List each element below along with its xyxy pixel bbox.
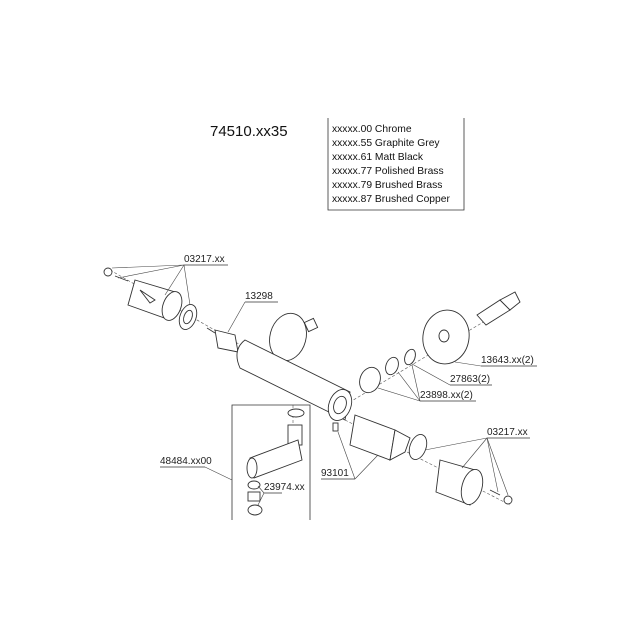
part-label: 03217.xx <box>184 254 225 265</box>
left-cartridge <box>206 327 239 353</box>
model-number: 74510.xx35 <box>210 123 288 140</box>
part-label: 48484.xx00 <box>160 456 212 467</box>
part-label: 13643.xx(2) <box>481 355 534 366</box>
finish-item: xxxxx.79 Brushed Brass <box>332 180 442 191</box>
spout-inset <box>231 404 311 520</box>
part-label: 93101 <box>321 468 349 479</box>
finish-legend: xxxxx.00 Chrome xxxxx.55 Graphite Grey x… <box>327 118 465 211</box>
finish-item: xxxxx.87 Brushed Copper <box>332 194 450 205</box>
finish-item: xxxxx.55 Graphite Grey <box>332 138 440 149</box>
finish-item: xxxxx.77 Polished Brass <box>332 166 444 177</box>
part-label: 13298 <box>245 291 273 302</box>
part-label: 23898.xx(2) <box>420 390 473 401</box>
part-label: 27863(2) <box>450 374 490 385</box>
connector <box>476 291 521 326</box>
finish-item: xxxxx.61 Matt Black <box>332 152 424 163</box>
escutcheon <box>422 309 470 365</box>
left-handle-assembly <box>103 267 198 330</box>
right-cartridge <box>349 414 411 461</box>
finish-item: xxxxx.00 Chrome <box>332 124 412 135</box>
part-label: 03217.xx <box>487 427 528 438</box>
valve-body <box>236 312 353 432</box>
part-label: 23974.xx <box>264 482 305 493</box>
right-nut <box>359 356 399 394</box>
filter <box>404 348 416 366</box>
